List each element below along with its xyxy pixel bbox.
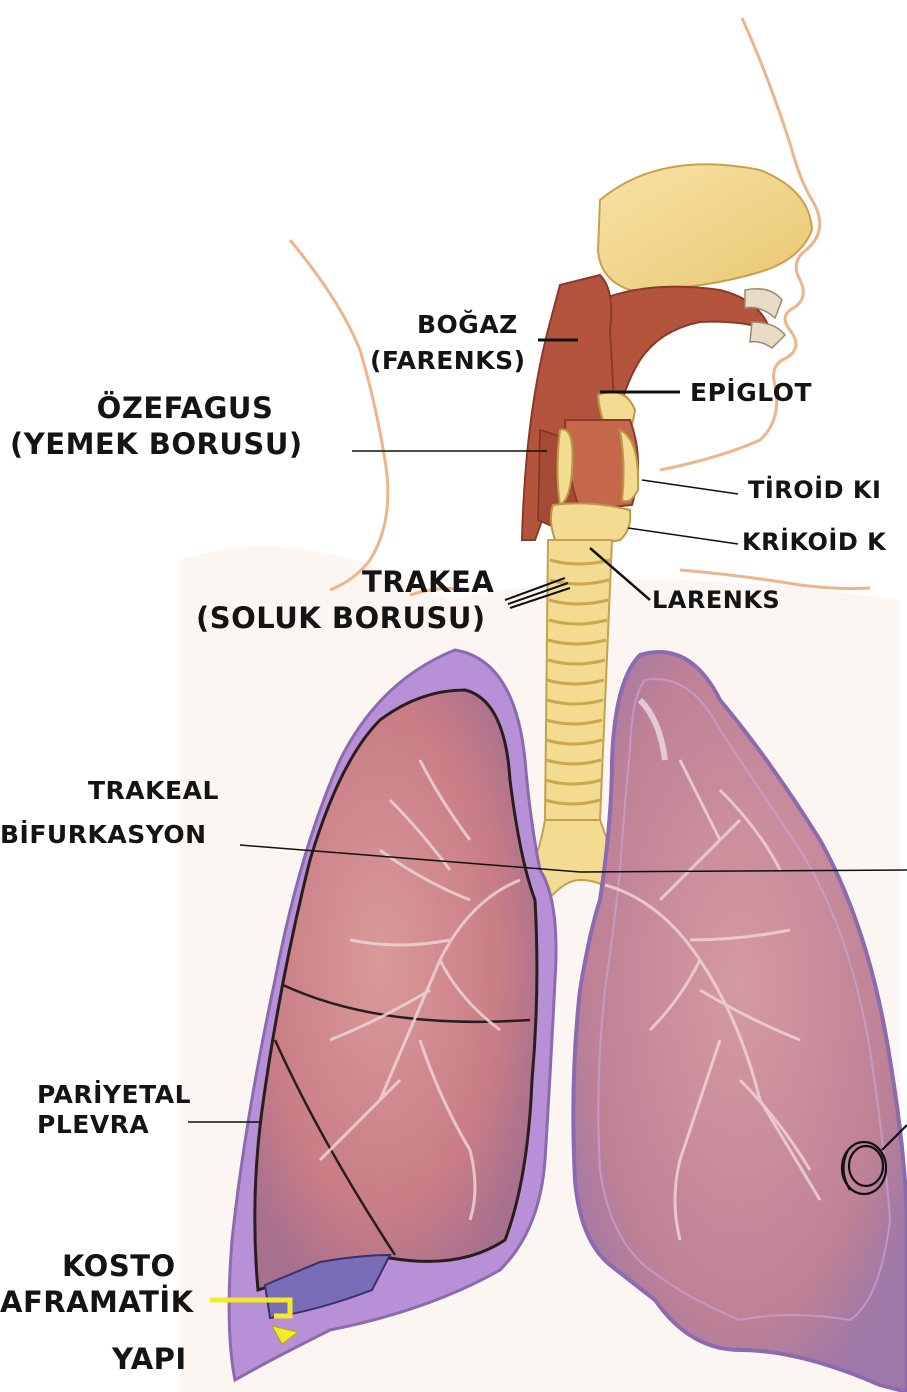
skull-shape (598, 164, 812, 290)
label-tiroid: TİROİD KI (748, 478, 881, 502)
lower-teeth-shape (750, 322, 785, 348)
label-krikoid: KRİKOİD K (742, 530, 886, 554)
label-aframatik: AFRAMATİK (0, 1288, 194, 1317)
label-larenks: LARENKS (652, 588, 780, 612)
label-trakea: TRAKEA (362, 568, 494, 597)
cricoid-cartilage (551, 503, 630, 544)
label-yemek-borusu: (YEMEK BORUSU) (10, 430, 303, 459)
label-soluk-borusu: (SOLUK BORUSU) (196, 604, 486, 633)
label-pariyetal: PARİYETAL (37, 1082, 191, 1107)
label-ozefagus: ÖZEFAGUS (70, 394, 300, 423)
label-epiglot: EPİGLOT (690, 380, 812, 405)
label-trakeal: TRAKEAL (88, 778, 219, 803)
label-farenks: (FARENKS) (370, 348, 526, 373)
label-yapi: YAPI (112, 1345, 187, 1374)
label-bifurkasyon: BİFURKASYON (0, 822, 207, 847)
label-bogaz: BOĞAZ (417, 312, 518, 337)
label-plevra: PLEVRA (37, 1112, 149, 1137)
label-kosto: KOSTO (62, 1252, 176, 1281)
